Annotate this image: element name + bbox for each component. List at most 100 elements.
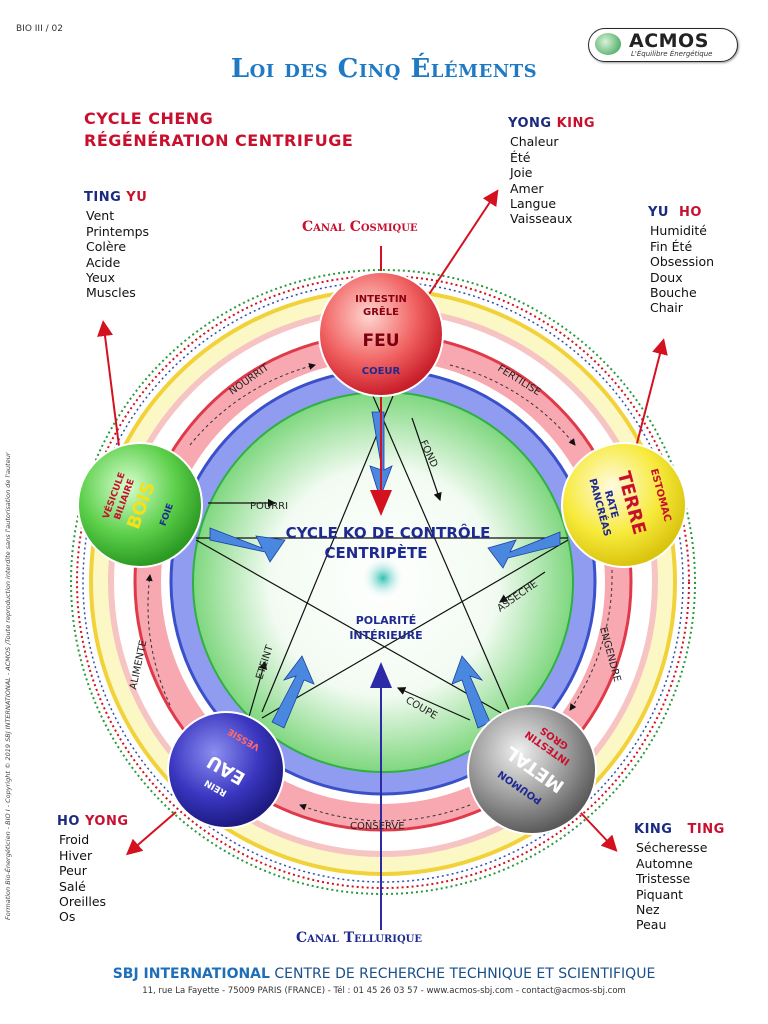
eau-circle xyxy=(167,711,285,829)
star-line-2 xyxy=(261,395,394,713)
cheng-arc-eau-bois xyxy=(145,574,171,706)
list-item: Doux xyxy=(650,269,683,285)
list-item: Muscles xyxy=(86,285,136,301)
block-yong-king: YONG KING Chaleur Été Joie Amer Langue V… xyxy=(508,116,595,227)
list-item: Oreilles xyxy=(59,894,107,910)
yu-ho-h2: HO xyxy=(679,205,702,220)
list-item: Sécheresse xyxy=(636,840,708,856)
terre-circle xyxy=(561,442,687,568)
logo-tagline: L'Équilibre Énergétique xyxy=(631,50,713,58)
center-core xyxy=(361,556,405,600)
list-item: Automne xyxy=(636,855,693,871)
list-item: Colère xyxy=(86,239,127,255)
king-ting-h2: TING xyxy=(687,822,725,837)
list-item: Joie xyxy=(510,165,533,181)
feu-organ-bottom: COEUR xyxy=(362,366,401,377)
outer-dotted-ring-green xyxy=(70,269,696,895)
feu-organ-line2: GRÊLE xyxy=(363,305,399,318)
feu-organ-line1: INTESTIN xyxy=(355,294,407,305)
ting-yu-h2: YU xyxy=(126,190,148,205)
polarity-line1: POLARITÉ xyxy=(356,614,417,627)
footer-company-line: SBJ INTERNATIONAL CENTRE DE RECHERCHE TE… xyxy=(0,966,768,982)
list-item: Humidité xyxy=(650,223,707,239)
canal-cosmique-arrowhead xyxy=(370,490,392,516)
pourri-label: POURRI xyxy=(250,501,288,512)
polarity-line2: INTÉRIEURE xyxy=(349,629,422,642)
metal-outward-arrow xyxy=(579,811,618,852)
list-item: Hiver xyxy=(59,847,93,863)
block-ho-yong: HO YONG Froid Hiver Peur Salé Oreilles O… xyxy=(57,814,129,925)
element-terre: TERRE RATE PANCRÉAS ESTOMAC xyxy=(561,442,687,568)
cycle-cheng-heading: CYCLE CHENG RÉGÉNÉRATION CENTRIFUGE xyxy=(84,108,353,152)
feu-outward-arrow xyxy=(419,189,499,309)
cycle-cheng-line2: RÉGÉNÉRATION CENTRIFUGE xyxy=(84,131,354,150)
footer-company: SBJ INTERNATIONAL xyxy=(112,966,270,982)
logo-mark-icon xyxy=(595,33,621,55)
list-item: Été xyxy=(510,149,531,165)
footer-address: 11, rue La Fayette - 75009 PARIS (FRANCE… xyxy=(142,986,626,996)
cycle-cheng-line1: CYCLE CHENG xyxy=(84,109,214,128)
list-item: Nez xyxy=(636,902,660,918)
side-copyright-note: Formation Bio-Énergéticien - BIO I - Cop… xyxy=(4,452,12,920)
element-eau: EAU REIN VESSIE xyxy=(167,711,285,829)
canal-tellurique-label: Canal Tellurique xyxy=(296,930,423,946)
list-item: Salé xyxy=(59,878,86,894)
outer-dotted-ring-blue xyxy=(82,281,684,883)
element-feu: INTESTIN GRÊLE FEU COEUR xyxy=(318,271,444,397)
terre-outward-arrow xyxy=(633,338,668,456)
list-item: Vaisseaux xyxy=(510,211,573,227)
yong-king-h1: YONG xyxy=(508,116,552,131)
list-item: Peur xyxy=(59,863,87,879)
list-item: Yeux xyxy=(86,270,115,286)
list-item: Piquant xyxy=(636,886,684,902)
asseche-arrow xyxy=(499,571,546,603)
cheng-arc-terre-metal xyxy=(569,569,613,711)
document-code: BIO III / 02 xyxy=(16,24,63,34)
list-item: Vent xyxy=(86,208,115,224)
king-ting-h1: KING xyxy=(634,822,673,837)
ho-yong-h1: HO xyxy=(57,814,80,829)
ho-yong-h2: YONG xyxy=(84,814,129,829)
blue-arrow-terre xyxy=(487,531,561,569)
cycle-ko-line1: CYCLE KO DE CONTRÔLE xyxy=(286,523,491,542)
canal-tellurique-arrowhead xyxy=(370,662,392,688)
element-metal: METAL INTESTIN GROS POUMON xyxy=(467,705,597,835)
list-item: Langue xyxy=(510,196,557,212)
star-line-1 xyxy=(372,395,511,713)
fond-arrow xyxy=(411,417,442,502)
list-item: Chair xyxy=(650,300,683,316)
conserve-label: CONSERVE xyxy=(350,821,405,832)
bois-circle xyxy=(77,442,203,568)
feu-name: FEU xyxy=(362,331,399,351)
list-item: Obsession xyxy=(650,254,715,270)
list-item: Os xyxy=(59,909,76,925)
cheng-arc-metal-eau xyxy=(299,803,471,822)
ting-yu-h1: TING xyxy=(84,190,122,205)
star-line-5 xyxy=(261,539,569,719)
list-item: Printemps xyxy=(86,223,150,239)
yu-ho-h1: YU xyxy=(648,205,669,220)
list-item: Tristesse xyxy=(636,871,691,887)
metal-circle xyxy=(467,705,597,835)
list-item: Acide xyxy=(86,254,121,270)
block-ting-yu: TING YU Vent Printemps Colère Acide Yeux… xyxy=(84,190,149,301)
list-item: Peau xyxy=(636,917,667,933)
cycle-ko-line2: CENTRIPÈTE xyxy=(325,543,428,562)
list-item: Bouche xyxy=(650,285,697,301)
blue-arrow-eau xyxy=(271,655,315,729)
page-title: Loi des Cinq Éléments xyxy=(230,54,538,84)
eteint-arrow xyxy=(247,660,268,721)
yong-king-h2: KING xyxy=(556,116,596,131)
feu-circle xyxy=(318,271,444,397)
block-yu-ho: YU HO Humidité Fin Été Obsession Doux Bo… xyxy=(648,205,714,316)
footer-company-rest: CENTRE DE RECHERCHE TECHNIQUE ET SCIENTI… xyxy=(274,966,656,982)
element-bois: BOIS VÉSICULE BILIAIRE FOIE xyxy=(77,442,203,568)
cheng-arc-bois-feu xyxy=(189,363,316,446)
blue-arrow-bois xyxy=(209,527,286,563)
blue-arrow-metal xyxy=(451,655,491,729)
list-item: Fin Été xyxy=(650,238,693,254)
star-line-4 xyxy=(195,539,511,719)
acmos-logo: ACMOS L'Équilibre Énergétique xyxy=(588,28,738,62)
eau-outward-arrow xyxy=(125,811,177,856)
